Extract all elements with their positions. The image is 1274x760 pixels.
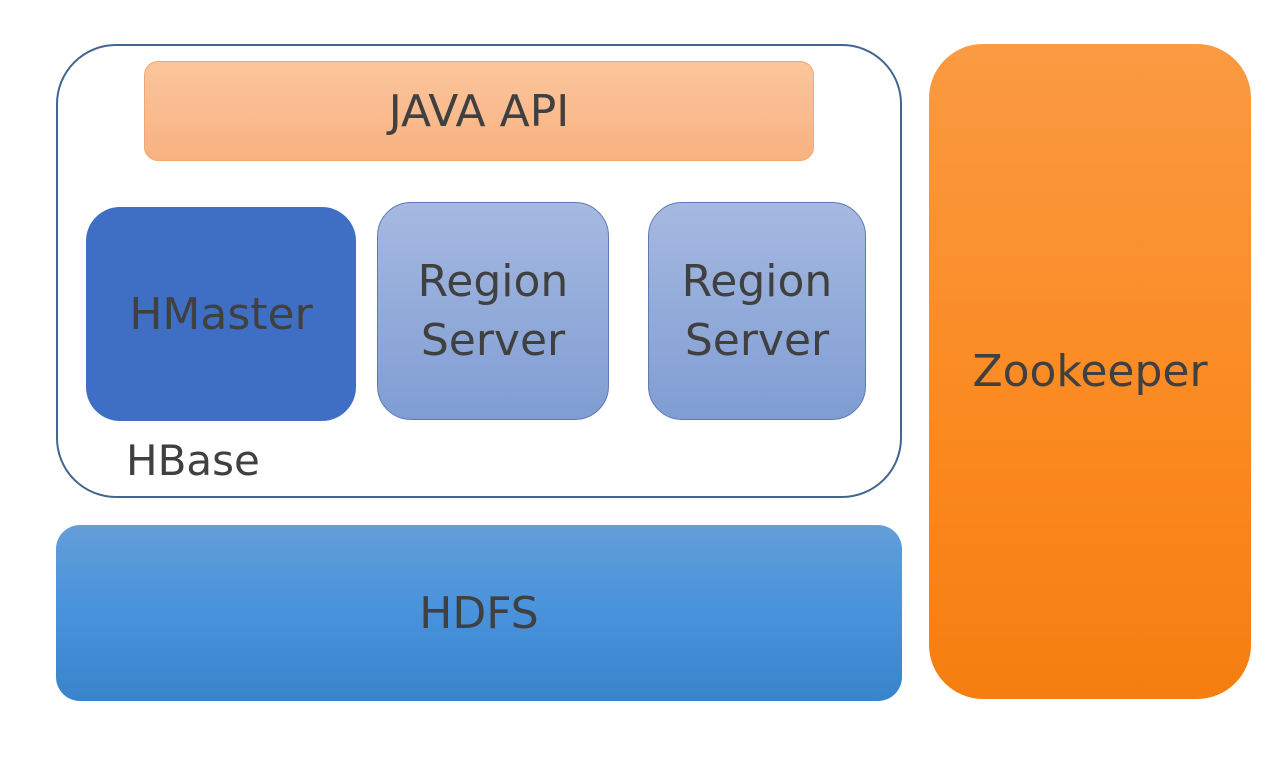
zookeeper-block: Zookeeper bbox=[929, 44, 1251, 699]
region-server-block: Region Server bbox=[377, 202, 609, 420]
region-server-label-line1: Region bbox=[417, 255, 569, 307]
region-server-label-line1: Region bbox=[681, 255, 833, 307]
region-server-block: Region Server bbox=[648, 202, 866, 420]
hmaster-block: HMaster bbox=[86, 207, 356, 421]
java-api-block: JAVA API bbox=[144, 61, 814, 161]
java-api-label: JAVA API bbox=[388, 85, 570, 137]
hmaster-label: HMaster bbox=[129, 288, 313, 340]
hbase-label: HBase bbox=[126, 436, 260, 485]
zookeeper-label: Zookeeper bbox=[972, 346, 1208, 397]
region-server-label-line2: Server bbox=[420, 315, 566, 366]
region-server-label-line2: Server bbox=[684, 315, 830, 366]
hdfs-block: HDFS bbox=[56, 525, 902, 701]
hdfs-label: HDFS bbox=[419, 587, 539, 639]
